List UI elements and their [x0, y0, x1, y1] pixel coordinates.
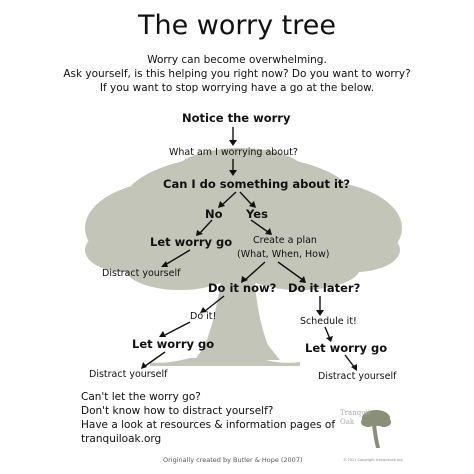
node-yes: Yes: [246, 207, 268, 221]
brand-copyright: © 2021 Copyright tranquiloak.org: [343, 458, 403, 462]
footer-line-1: Can't let the worry go?: [81, 391, 201, 403]
intro-line-3: If you want to stop worrying have a go a…: [99, 82, 375, 94]
node-what-worrying: What am I worrying about?: [169, 147, 298, 158]
page-title: The worry tree: [137, 10, 336, 41]
brand-name-line-2: Oak: [340, 418, 355, 426]
node-can-i: Can I do something about it?: [163, 177, 351, 191]
footer-link-tranquiloak[interactable]: tranquiloak.org: [81, 433, 162, 445]
arrow-heads: [141, 140, 357, 371]
node-distract-1: Distract yourself: [102, 268, 181, 279]
node-distract-2: Distract yourself: [89, 369, 168, 380]
node-no: No: [205, 207, 223, 221]
node-create-plan: Create a plan: [253, 235, 317, 246]
brand-logo-tree: [361, 410, 391, 448]
tree-canopy: [85, 148, 402, 290]
credit-text: Originally created by Butler & Hope (200…: [163, 456, 303, 464]
footer-line-2: Don't know how to distract yourself?: [81, 405, 274, 417]
intro-line-1: Worry can become overwhelming.: [147, 54, 327, 66]
node-distract-3: Distract yourself: [318, 371, 397, 382]
node-do-it-now: Do it now?: [208, 281, 277, 295]
node-plan-detail: (What, When, How): [237, 249, 330, 260]
node-let-worry-go-2: Let worry go: [132, 337, 215, 351]
tree-trunk: [150, 255, 330, 366]
node-do-it-later: Do it later?: [288, 281, 361, 295]
intro-line-2: Ask yourself, is this helping you right …: [63, 68, 411, 80]
node-let-worry-go-3: Let worry go: [305, 341, 388, 355]
node-schedule-it: Schedule it!: [300, 316, 357, 327]
brand-name-line-1: Tranquil: [340, 409, 371, 417]
node-let-worry-go-1: Let worry go: [150, 235, 233, 249]
node-notice-worry: Notice the worry: [182, 111, 291, 125]
node-do-it: Do it!: [190, 311, 217, 322]
footer-line-3: Have a look at resources & information p…: [81, 419, 336, 431]
